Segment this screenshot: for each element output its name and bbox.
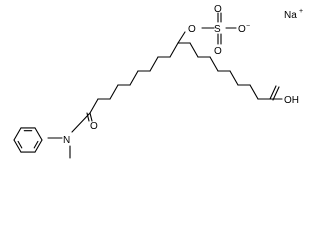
bond-chain-left-2 [149,56,159,72]
bond-chain-right-5 [229,70,239,86]
label-acid-oh: OH [284,95,299,106]
bond-chain-left-4 [129,70,139,86]
bond-chain-right-7 [249,84,259,100]
label-amide-n: N [63,135,70,146]
bond-c-o-ester [177,31,186,44]
bond-acid-c-o [269,85,277,100]
bond-phenyl-5 [34,127,43,141]
label-sulfate-o4: O [214,46,222,57]
bond-phenyl-3 [13,127,22,141]
bond-phenyl-double-0 [33,140,39,149]
bond-phenyl-2 [13,139,22,153]
label-sulfate-o3: O [238,24,246,35]
label-amide-o: O [90,121,98,132]
bond-chain-left-0 [169,42,179,58]
molecular-structure: Na + O S O O − O O N OH [13,4,303,159]
sulfate-group-bonds [177,12,237,45]
bond-chain-right-1 [189,42,199,58]
label-sulfate-o2: O [214,4,222,15]
bond-amide-c-o [89,112,93,122]
label-sulfur: S [214,24,221,35]
label-sodium: Na [284,10,297,21]
label-sodium-charge: + [299,8,303,15]
label-sulfate-o3-charge: − [246,23,250,30]
bond-chain-left-8 [89,98,99,114]
bond-phenyl-double-2 [17,140,23,149]
bond-amide-c-o-double [86,112,90,122]
bond-chain-right-3 [209,56,219,72]
bond-chain-left-6 [109,84,119,100]
bond-phenyl-0 [34,139,43,153]
bond-acid-c-o-double [272,86,280,101]
bond-amide-c-n [71,112,91,133]
label-sulfate-o1: O [188,24,196,35]
